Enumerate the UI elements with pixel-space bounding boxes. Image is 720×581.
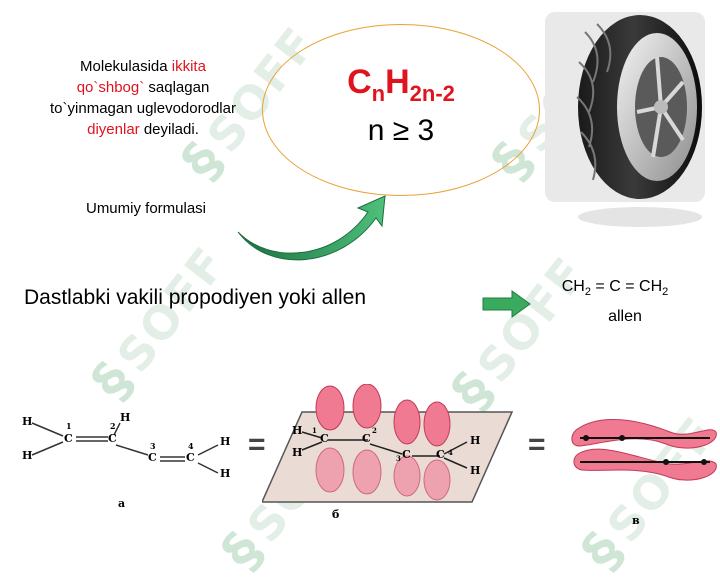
atom-number: 4: [188, 441, 194, 451]
hydrogen-atom: H: [220, 435, 231, 448]
panel-label: а: [118, 497, 126, 510]
carbon-atom: C: [186, 451, 195, 464]
representative-text: Dastlabki vakili propodiyen yoki allen: [24, 286, 367, 309]
general-formula-label: Umumiy formulasi: [85, 200, 206, 217]
atom-number: 3: [396, 454, 401, 463]
hydrogen-atom: H: [22, 449, 33, 462]
definition-text: Molekulasida ikkita qo`shbog` saqlagan t…: [50, 58, 236, 138]
atom-number: 2: [372, 426, 377, 435]
allen-name: allen: [608, 308, 642, 325]
carbon-atom: C: [320, 432, 329, 445]
orbital-drawing: [262, 384, 514, 503]
atom-number: 1: [312, 426, 317, 435]
atom-number: 4: [448, 448, 453, 457]
hydrogen-atom: H: [292, 446, 303, 459]
carbon-atom: C: [148, 451, 157, 464]
atom-number: 2: [110, 421, 116, 431]
carbon-atom: C: [402, 448, 411, 461]
panel-label: б: [332, 508, 340, 521]
hydrogen-atom: H: [120, 411, 131, 424]
carbon-atom: C: [108, 432, 117, 445]
hydrogen-atom: H: [220, 467, 231, 480]
atom-number: 1: [66, 421, 72, 431]
general-formula: CnH2n-2: [347, 63, 455, 106]
hydrogen-atom: H: [470, 434, 481, 447]
pi-bond-diagram: в: [570, 410, 720, 530]
hydrogen-atom: H: [470, 464, 481, 477]
equals-sign: =: [528, 428, 546, 461]
atom-number: 3: [150, 441, 156, 451]
watermark: §SOFF: [79, 236, 238, 412]
carbon-atom: C: [436, 448, 445, 461]
panel-label: в: [632, 514, 640, 527]
pi-bond-drawing: [571, 419, 717, 481]
carbon-atom: C: [362, 432, 371, 445]
right-arrow-icon: [482, 290, 531, 318]
carbon-atom: C: [64, 432, 73, 445]
allen-formula: CH2 = C = CH2: [561, 278, 669, 299]
formula-ellipse: [262, 24, 540, 196]
hydrogen-atom: H: [22, 415, 33, 428]
curved-arrow-icon: [237, 195, 386, 261]
formula-condition: n ≥ 3: [367, 114, 435, 147]
hydrogen-atom: H: [292, 424, 303, 437]
tire-image: [545, 12, 705, 227]
structural-formula: H H C C H C C H H 1 2 3 4 а: [20, 405, 250, 515]
bond-lines: [31, 422, 219, 474]
equals-sign: =: [248, 428, 266, 461]
orbital-diagram: C C C C H H H H 1 2 3 4 б: [262, 384, 522, 524]
